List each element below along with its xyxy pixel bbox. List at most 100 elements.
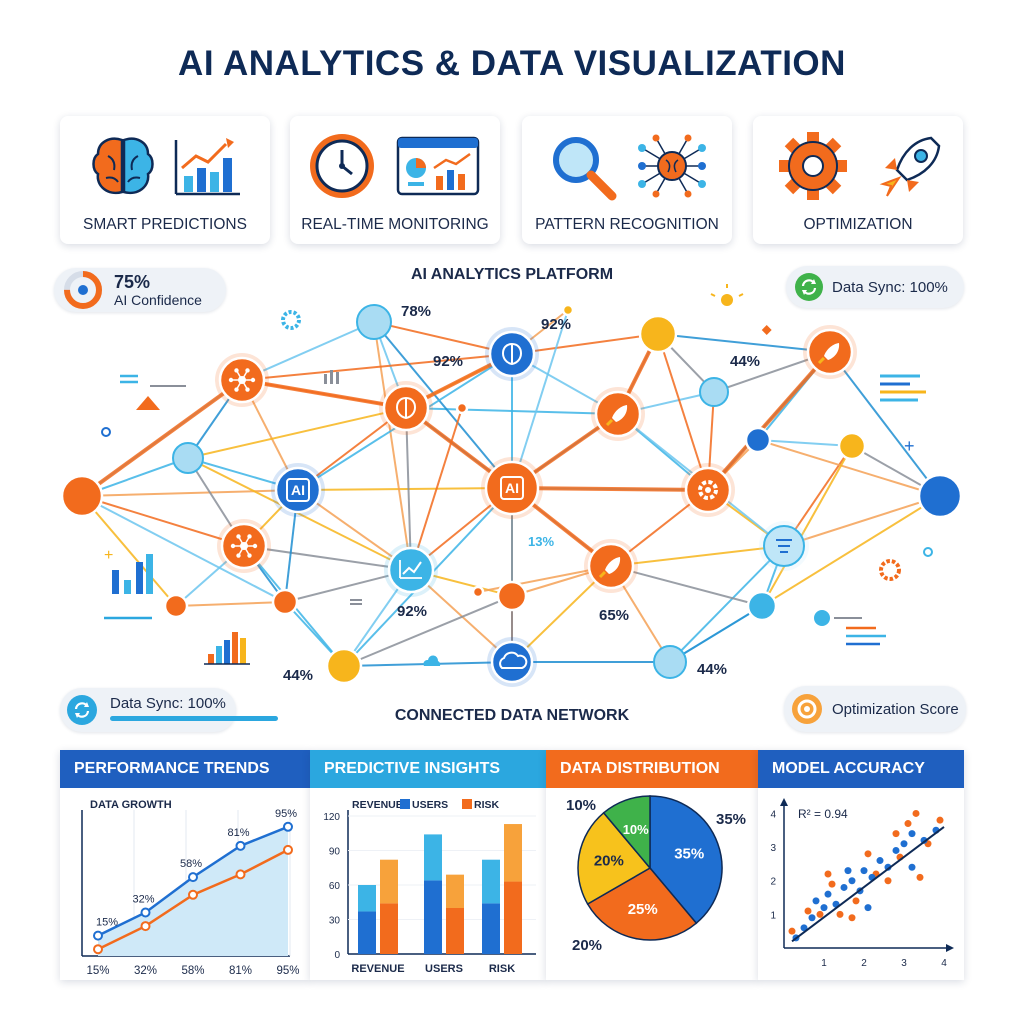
x-tick-label: REVENUE bbox=[351, 963, 404, 975]
node-circle bbox=[699, 377, 729, 407]
y-tick-label: 60 bbox=[329, 881, 341, 892]
network-node bbox=[496, 580, 528, 612]
data-sync-pill-bottom[interactable]: Data Sync: 100% bbox=[60, 688, 278, 732]
feature-card-optimization[interactable]: OPTIMIZATION bbox=[753, 116, 963, 244]
network-node bbox=[172, 442, 204, 474]
feature-card-real-time-monitoring[interactable]: REAL-TIME MONITORING bbox=[290, 116, 500, 244]
brain-icon bbox=[92, 137, 154, 195]
feature-icons bbox=[779, 132, 941, 200]
network-edge bbox=[81, 495, 286, 603]
network-node bbox=[471, 585, 485, 599]
network-node: AI bbox=[481, 457, 543, 519]
scatter-point-blue bbox=[884, 863, 892, 871]
x-tick-label: USERS bbox=[425, 963, 463, 975]
rocket-icon bbox=[612, 405, 628, 422]
bar-base bbox=[380, 903, 398, 954]
network-title: AI ANALYTICS PLATFORM bbox=[410, 266, 614, 283]
network-edge-highlight bbox=[706, 350, 832, 492]
bar-base bbox=[446, 908, 464, 954]
sync-progress-bar bbox=[110, 716, 278, 721]
scatter-point-orange bbox=[824, 870, 832, 878]
network-edge bbox=[343, 595, 513, 667]
node-circle bbox=[561, 303, 575, 317]
hub-dot bbox=[234, 387, 239, 392]
x-tick-label: 81% bbox=[229, 965, 252, 977]
network-edge-highlight bbox=[241, 378, 407, 410]
network-edge bbox=[669, 545, 785, 663]
x-tick-label: 4 bbox=[941, 958, 947, 969]
bar-top bbox=[358, 885, 376, 912]
data-sync-label: Data Sync: 100% bbox=[110, 695, 226, 712]
outer-label: 20% bbox=[572, 937, 602, 954]
percent-label: 78% bbox=[401, 303, 431, 320]
feature-card-smart-predictions[interactable]: SMART PREDICTIONS bbox=[60, 116, 270, 244]
network-edge bbox=[241, 353, 513, 381]
percent-label: 44% bbox=[730, 353, 760, 370]
percent-label: 92% bbox=[433, 353, 463, 370]
scatter-point-orange bbox=[864, 850, 872, 858]
node-circle bbox=[653, 645, 687, 679]
r-squared-annotation: R² = 0.94 bbox=[798, 807, 848, 821]
hub-dot bbox=[236, 534, 241, 539]
slice-label: 25% bbox=[628, 901, 658, 918]
bar-top bbox=[380, 859, 398, 904]
network-nodes: AI AI bbox=[60, 303, 963, 687]
scatter-point-orange bbox=[936, 816, 944, 824]
network-edge bbox=[410, 407, 463, 571]
network-node bbox=[163, 593, 189, 619]
hub-dot bbox=[247, 553, 252, 558]
y-tick-label: 3 bbox=[770, 843, 776, 854]
pie-slice bbox=[577, 811, 652, 906]
scatter-point-orange bbox=[916, 873, 924, 881]
panel-header: DATA DISTRIBUTION bbox=[546, 750, 758, 788]
y-tick-label: 1 bbox=[770, 910, 776, 921]
network-edge bbox=[373, 321, 513, 489]
hub-dot bbox=[250, 377, 256, 383]
percent-label: 44% bbox=[283, 667, 313, 684]
optimization-score-pill[interactable]: Optimization Score bbox=[784, 686, 966, 732]
x-tick-label: 2 bbox=[861, 958, 867, 969]
node-circle bbox=[484, 460, 540, 516]
confidence-ring bbox=[64, 271, 102, 309]
magnifier-icon bbox=[553, 137, 617, 201]
network-node bbox=[217, 519, 271, 573]
scatter-point-orange bbox=[804, 907, 812, 915]
mini-bar bbox=[336, 372, 339, 384]
scatter-point-orange bbox=[904, 820, 912, 828]
y-tick-label: 120 bbox=[323, 812, 340, 823]
scatter-point-blue bbox=[892, 846, 900, 854]
network-edge bbox=[511, 333, 659, 355]
data-point bbox=[188, 872, 198, 883]
network-node bbox=[356, 304, 392, 340]
data-sync-pill-top[interactable]: Data Sync: 100% bbox=[786, 266, 964, 308]
network-node: AI bbox=[271, 463, 325, 517]
gear-center bbox=[705, 487, 711, 493]
network-node bbox=[917, 473, 963, 519]
network-node bbox=[803, 325, 857, 379]
scatter-point-blue bbox=[908, 830, 916, 838]
x-tick-label: 3 bbox=[901, 958, 907, 969]
slice-label: 10% bbox=[623, 822, 649, 837]
y-tick-label: 30 bbox=[329, 916, 341, 927]
panel-header: MODEL ACCURACY bbox=[758, 750, 964, 788]
network-edge bbox=[657, 333, 709, 491]
network-node bbox=[379, 381, 433, 435]
decor-ring bbox=[101, 427, 111, 437]
cloud-icon bbox=[499, 651, 528, 669]
network-edge bbox=[241, 321, 375, 381]
feature-card-pattern-recognition[interactable]: PATTERN RECOGNITION bbox=[522, 116, 732, 244]
scatter-point-orange bbox=[816, 910, 824, 918]
scatter-point-blue bbox=[812, 897, 820, 905]
optimization-score-label: Optimization Score bbox=[832, 700, 959, 718]
chart-title: DATA GROWTH bbox=[90, 799, 172, 811]
data-label: 32% bbox=[132, 893, 154, 905]
trend-line bbox=[791, 826, 945, 943]
decor-dot bbox=[814, 610, 830, 626]
percent-label: 92% bbox=[541, 316, 571, 333]
data-label: 81% bbox=[227, 827, 249, 839]
rocket-icon bbox=[879, 136, 941, 197]
x-tick-label: RISK bbox=[489, 963, 515, 975]
y-tick-label: 2 bbox=[770, 877, 776, 888]
scatter-point-orange bbox=[912, 809, 920, 817]
